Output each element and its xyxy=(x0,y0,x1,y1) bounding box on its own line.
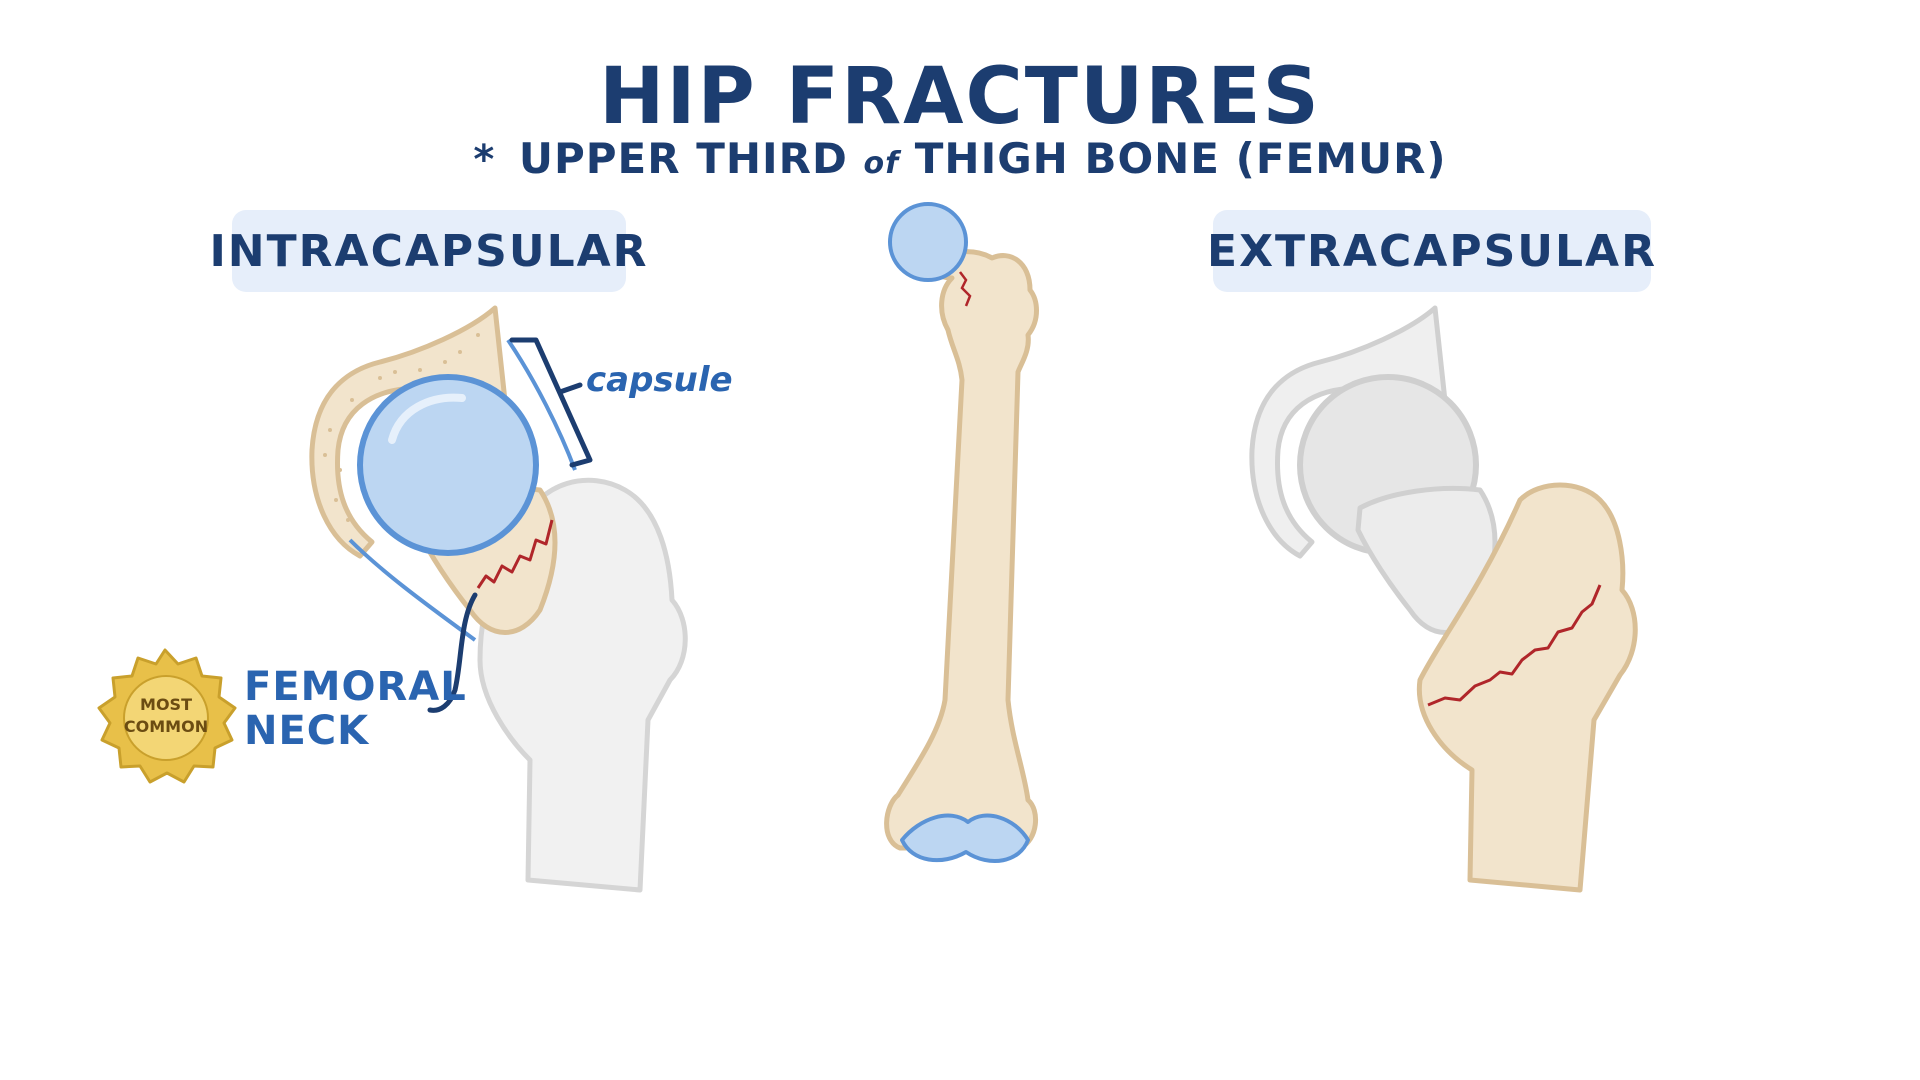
extracapsular-heading-text: EXTRACAPSULAR xyxy=(1207,225,1657,277)
subtitle-part1: UPPER THIRD xyxy=(518,134,848,183)
extracapsular-illustration xyxy=(1249,305,1638,893)
left-fracture-line xyxy=(476,519,554,589)
subtitle: * UPPER THIRD of THIGH BONE (FEMUR) xyxy=(0,134,1920,183)
page-title: HIP FRACTURES xyxy=(599,52,1321,142)
femur-head-cartilage xyxy=(888,202,968,282)
left-acetabulum-texture xyxy=(323,333,480,522)
left-femoral-head-shine xyxy=(388,393,466,444)
femoral-neck-pointer xyxy=(427,592,478,713)
badge-text-line2: COMMON xyxy=(124,717,208,736)
most-common-badge: MOST COMMON xyxy=(97,648,237,784)
intracapsular-heading-text: INTRACAPSULAR xyxy=(209,225,649,277)
whole-femur-illustration xyxy=(884,202,1039,864)
extracapsular-heading: EXTRACAPSULAR xyxy=(1207,210,1655,292)
badge-inner xyxy=(123,675,209,761)
capsule-label: capsule xyxy=(586,360,733,400)
femoral-neck-label-line2: NECK xyxy=(244,708,370,754)
asterisk: * xyxy=(473,137,496,183)
intracapsular-illustration xyxy=(309,305,688,893)
femur-fracture-line xyxy=(959,271,972,307)
femoral-neck-label-line1: FEMORAL xyxy=(244,664,467,710)
right-fracture-line xyxy=(1427,584,1602,707)
left-femoral-head xyxy=(357,374,539,556)
intracapsular-heading: INTRACAPSULAR xyxy=(209,210,647,292)
capsule-bracket xyxy=(509,337,593,468)
badge-text-line1: MOST xyxy=(140,695,192,714)
femur-condyle-cartilage xyxy=(900,813,1030,864)
subtitle-of: of xyxy=(863,146,900,181)
left-capsule-line xyxy=(348,338,577,642)
femoral-neck-label: FEMORAL NECK xyxy=(244,665,467,753)
right-femur-trochanter xyxy=(1416,482,1638,893)
femur-bone xyxy=(884,249,1039,851)
subtitle-part2: THIGH BONE (FEMUR) xyxy=(914,134,1447,183)
